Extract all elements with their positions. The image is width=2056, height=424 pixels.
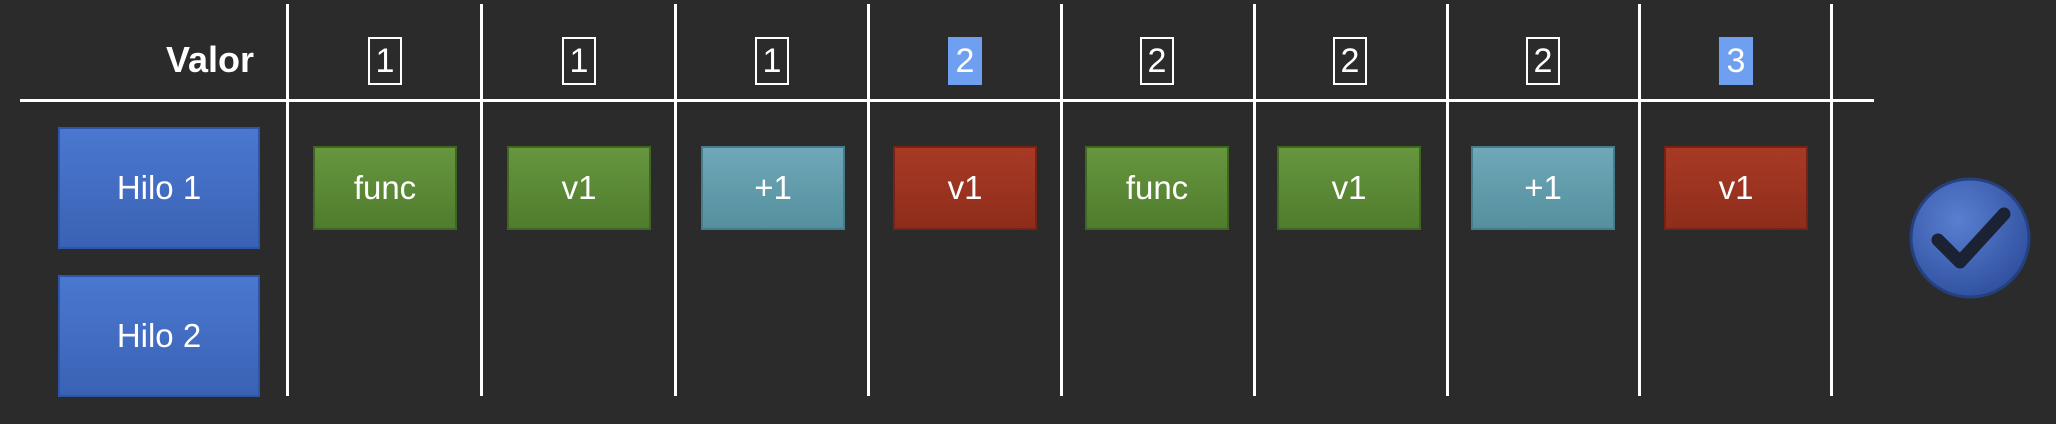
value-label: 1 bbox=[755, 37, 789, 85]
valor-header: Valor bbox=[165, 39, 254, 80]
value-cell: 1 bbox=[742, 36, 802, 86]
operation-block[interactable]: func bbox=[313, 146, 457, 230]
value-cell: 2 bbox=[935, 36, 995, 86]
value-label: 1 bbox=[562, 37, 596, 85]
operation-block[interactable]: +1 bbox=[1471, 146, 1615, 230]
column-divider bbox=[1253, 4, 1256, 396]
operation-block[interactable]: v1 bbox=[1664, 146, 1808, 230]
value-label: 1 bbox=[368, 37, 402, 85]
column-divider bbox=[286, 4, 289, 396]
operation-block[interactable]: v1 bbox=[893, 146, 1037, 230]
column-divider bbox=[867, 4, 870, 396]
value-label: 2 bbox=[1333, 37, 1367, 85]
value-cell: 3 bbox=[1706, 36, 1766, 86]
column-divider bbox=[480, 4, 483, 396]
column-divider bbox=[1060, 4, 1063, 396]
value-label: 2 bbox=[1140, 37, 1174, 85]
value-cell: 2 bbox=[1127, 36, 1187, 86]
operation-block[interactable]: func bbox=[1085, 146, 1229, 230]
thread-1-button[interactable]: Hilo 1 bbox=[58, 127, 260, 249]
value-cell: 1 bbox=[549, 36, 609, 86]
column-divider bbox=[1830, 4, 1833, 396]
value-label: 2 bbox=[1526, 37, 1560, 85]
value-cell: 1 bbox=[355, 36, 415, 86]
value-cell: 2 bbox=[1320, 36, 1380, 86]
operation-block[interactable]: v1 bbox=[507, 146, 651, 230]
checkmark-circle-icon[interactable] bbox=[1908, 176, 2032, 300]
operation-block[interactable]: v1 bbox=[1277, 146, 1421, 230]
value-cell: 2 bbox=[1513, 36, 1573, 86]
operation-block[interactable]: +1 bbox=[701, 146, 845, 230]
header-divider bbox=[20, 99, 1874, 102]
value-label: 3 bbox=[1719, 37, 1753, 85]
thread-2-button[interactable]: Hilo 2 bbox=[58, 275, 260, 397]
value-label: 2 bbox=[948, 37, 982, 85]
column-divider bbox=[1638, 4, 1641, 396]
column-divider bbox=[674, 4, 677, 396]
column-divider bbox=[1446, 4, 1449, 396]
